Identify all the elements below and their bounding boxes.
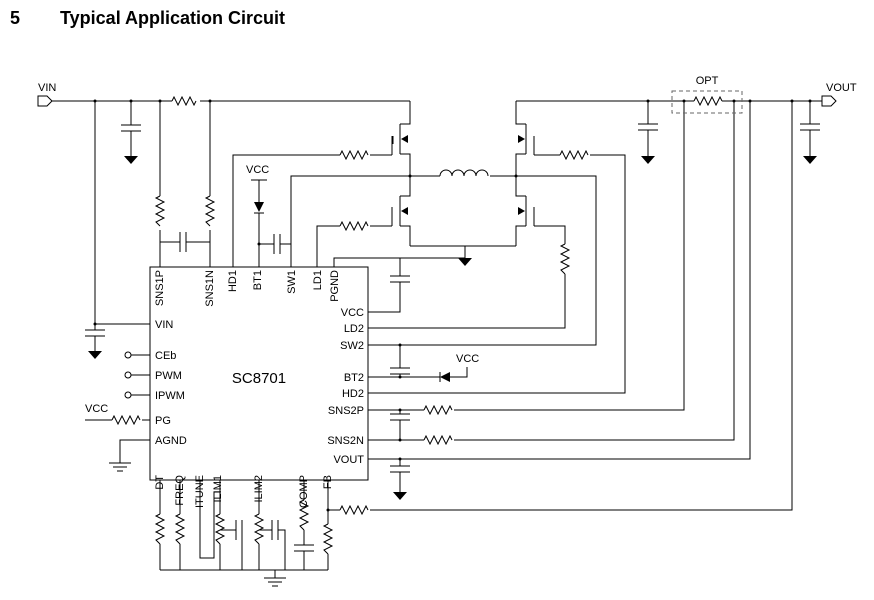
pin-ld1: LD1	[312, 270, 324, 290]
pin-vin: VIN	[155, 319, 173, 331]
hd1-wire	[232, 154, 392, 267]
sw1-wire	[290, 175, 410, 267]
vcc-decoupling-capacitor	[368, 258, 410, 313]
mosfet-ground-symbol	[458, 246, 472, 266]
bt2-vcc-label: VCC	[456, 353, 479, 365]
pin-bt1: BT1	[252, 270, 264, 290]
hd1-gate-resistor	[339, 149, 369, 161]
hd2-gate-resistor	[559, 149, 589, 161]
agnd-wire	[119, 439, 150, 463]
pin-sns2n: SNS2N	[327, 435, 364, 447]
sense-resistor-input	[171, 95, 197, 107]
fb-upper-resistor	[339, 504, 369, 516]
itune-wire	[199, 480, 220, 559]
bt2-diode	[440, 372, 450, 382]
bootstrap1-capacitor	[259, 234, 291, 254]
ilim2-capacitor	[259, 520, 286, 570]
ceb-terminal	[124, 351, 150, 359]
vin-pin-capacitor	[85, 324, 105, 360]
pin-hd1: HD1	[227, 270, 239, 292]
ilim2-resistor	[253, 513, 265, 545]
mosfet-high-side-1	[391, 101, 411, 176]
pin-ipwm: IPWM	[155, 390, 185, 402]
output-capacitor-1	[638, 101, 658, 165]
opt-box	[671, 90, 743, 114]
sns2n-resistor	[423, 434, 453, 446]
pg-pullup-resistor	[111, 414, 141, 426]
vout-terminal: VOUT	[821, 82, 857, 107]
comp-network	[294, 480, 314, 570]
sns2p-resistor	[423, 404, 453, 416]
vout-pin-wire	[368, 101, 751, 460]
ic-name-label: SC8701	[232, 370, 286, 387]
bt2-wire	[368, 367, 468, 378]
section-number: 5	[10, 8, 21, 28]
comp-resistor	[298, 499, 310, 531]
signal-ground-symbol	[263, 577, 287, 587]
sns1n-resistor	[204, 195, 216, 227]
sw2-wire	[368, 175, 597, 346]
ipwm-terminal	[124, 391, 150, 399]
pin-ceb: CEb	[155, 350, 176, 362]
ld2-wire	[368, 225, 566, 329]
opt-label: OPT	[696, 75, 719, 87]
pin-vout: VOUT	[333, 454, 364, 466]
sns1p-resistor	[154, 195, 166, 227]
mosfet-high-side-2	[515, 101, 535, 176]
pwm-terminal	[124, 371, 150, 379]
vin-pin-wire	[94, 101, 150, 325]
pin-sns2p: SNS2P	[328, 405, 364, 417]
sns2p-wire	[368, 101, 685, 411]
pin-pg: PG	[155, 415, 171, 427]
fb-divider-wire	[328, 101, 793, 511]
opt-sense-resistor	[693, 95, 723, 107]
pin-vcc: VCC	[341, 307, 364, 319]
pin-pgnd: PGND	[329, 270, 341, 302]
sense2-filter-capacitor	[390, 410, 410, 440]
pin-bt2: BT2	[344, 372, 364, 384]
output-capacitor-2	[800, 101, 820, 165]
pgnd-wire	[333, 257, 465, 267]
power-inductor	[439, 169, 489, 177]
pin-sw1: SW1	[286, 270, 298, 294]
pin-sns1n: SNS1N	[204, 270, 216, 307]
pg-vcc-label: VCC	[85, 403, 108, 415]
svg-text:VOUT: VOUT	[826, 82, 857, 94]
ilim1-resistor	[214, 513, 226, 545]
pin-agnd: AGND	[155, 435, 187, 447]
fb-lower-resistor	[322, 523, 334, 555]
svg-text:VIN: VIN	[38, 82, 56, 94]
dt-resistor	[154, 513, 166, 545]
sns2n-wire	[368, 101, 735, 441]
ld1-wire	[316, 225, 392, 267]
freq-resistor	[174, 513, 186, 545]
ld2-gate-resistor	[559, 243, 571, 275]
vin-terminal: VIN	[37, 82, 56, 107]
ld1-gate-resistor	[339, 220, 369, 232]
mosfet-low-side-1	[391, 176, 411, 246]
vout-pin-capacitor	[390, 459, 410, 501]
bt1-vcc-source: VCC	[246, 164, 269, 267]
pin-sw2: SW2	[340, 340, 364, 352]
section-title: Typical Application Circuit	[60, 8, 286, 28]
pin-hd2: HD2	[342, 388, 364, 400]
pin-pwm: PWM	[155, 370, 182, 382]
agnd-ground-symbol	[108, 462, 132, 472]
pin-sns1p: SNS1P	[154, 270, 166, 306]
input-capacitor	[121, 101, 141, 165]
pin-ld2: LD2	[344, 323, 364, 335]
ilim1-capacitor	[220, 520, 243, 570]
bootstrap2-capacitor	[390, 345, 410, 377]
svg-text:VCC: VCC	[246, 164, 269, 176]
pin-ilim1: ILIM1	[212, 475, 224, 503]
hd2-wire	[368, 154, 626, 394]
mosfet-low-side-2	[515, 176, 535, 246]
sense1-filter-capacitor	[160, 232, 210, 252]
